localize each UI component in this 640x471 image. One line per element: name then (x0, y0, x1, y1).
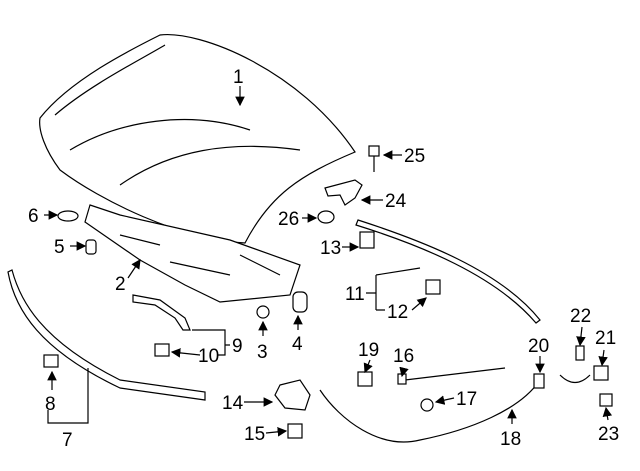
callout-25: 25 (404, 146, 425, 167)
front-seal (7, 269, 206, 401)
hood-seal-rear (355, 219, 541, 324)
callout-17: 17 (456, 389, 477, 410)
callout-14: 14 (222, 393, 244, 414)
callout-21: 21 (595, 328, 616, 349)
release-cable (319, 374, 591, 443)
callout-24: 24 (385, 191, 407, 212)
small-parts (43, 145, 613, 439)
callout-8: 8 (45, 394, 56, 415)
hood-panel (39, 33, 356, 244)
callout-4: 4 (292, 334, 303, 355)
support-bracket (132, 294, 191, 331)
callout-7: 7 (62, 430, 73, 451)
callout-13: 13 (320, 238, 341, 259)
callout-26: 26 (278, 209, 299, 230)
callout-15: 15 (244, 424, 265, 445)
callout-18: 18 (500, 429, 521, 450)
callout-22: 22 (570, 306, 591, 327)
cable-16 (404, 367, 506, 381)
callout-11: 11 (345, 284, 365, 305)
callout-23: 23 (598, 424, 619, 445)
callout-3: 3 (257, 342, 268, 363)
hood-insulator (84, 204, 301, 303)
hood-hinge (324, 179, 363, 206)
hood-latch (274, 379, 311, 411)
callout-5: 5 (54, 237, 65, 258)
callout-20: 20 (528, 336, 549, 357)
leader-lines (44, 86, 613, 437)
callout-16: 16 (393, 346, 414, 367)
callout-labels: 1 2 3 4 5 6 7 8 9 10 11 12 13 14 15 16 1… (28, 67, 619, 451)
callout-19: 19 (358, 340, 379, 361)
callout-1: 1 (233, 67, 244, 88)
callout-10: 10 (198, 346, 219, 367)
callout-9: 9 (232, 336, 243, 357)
callout-2: 2 (115, 274, 126, 295)
callout-6: 6 (28, 206, 39, 227)
callout-12: 12 (387, 302, 408, 323)
